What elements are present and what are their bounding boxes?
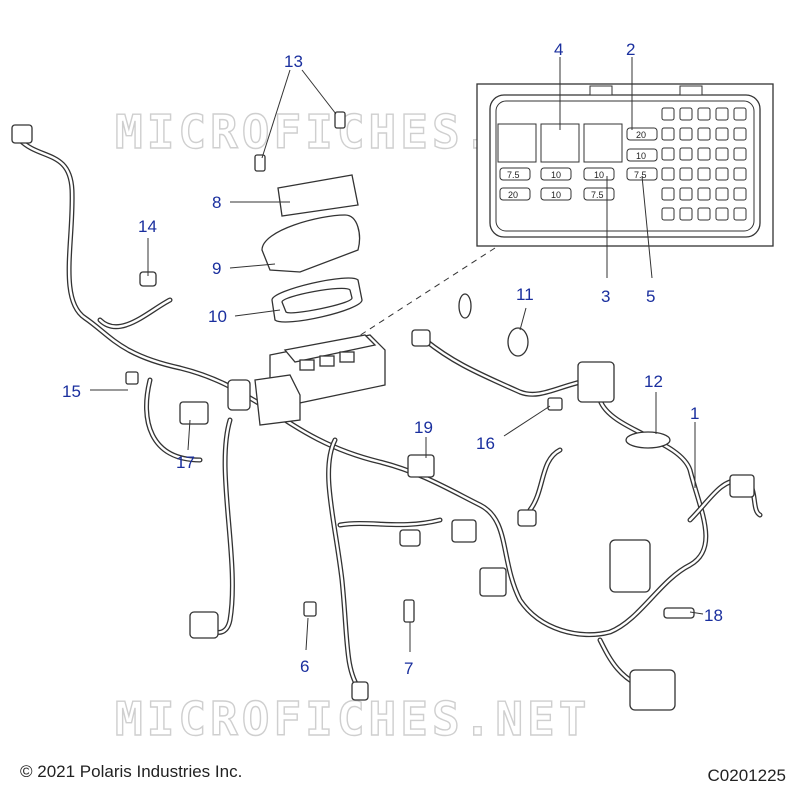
callout-7: 7 [404, 659, 413, 678]
fuse-r3-1: 7.5 [507, 170, 520, 180]
fuse-socket [733, 107, 747, 121]
fuse-box-assembly [254, 334, 386, 426]
callout-5: 5 [646, 287, 655, 306]
fuse-10-value: 10 [636, 151, 646, 161]
fuse-socket [697, 167, 711, 181]
fuse-socket [679, 207, 693, 221]
fuse-socket [697, 107, 711, 121]
fuse-socket [715, 187, 729, 201]
fuse-r3-3: 10 [594, 170, 604, 180]
callout-18: 18 [704, 606, 723, 625]
callout-17: 17 [176, 453, 195, 472]
fuse-socket [697, 127, 711, 141]
fuse-socket [661, 127, 675, 141]
callout-19: 19 [414, 418, 433, 437]
fuse-socket [697, 207, 711, 221]
fuse-2-value: 20 [636, 130, 646, 140]
leader-lines [90, 69, 704, 652]
fuse-socket [661, 167, 675, 181]
fuse-socket [697, 147, 711, 161]
fuse-box-cover-parts [125, 111, 695, 623]
fuse-socket [733, 147, 747, 161]
fuse-socket [697, 187, 711, 201]
fuse-socket [733, 127, 747, 141]
callout-8: 8 [212, 193, 221, 212]
callout-10: 10 [208, 307, 227, 326]
callout-12: 12 [644, 372, 663, 391]
fuse-box-detail: 20 10 7.5 10 10 7.5 20 10 7.5 [476, 57, 774, 279]
fuse-socket [661, 207, 675, 221]
fuse-socket [715, 147, 729, 161]
callout-3: 3 [601, 287, 610, 306]
fuse-socket [733, 207, 747, 221]
fuse-socket [715, 127, 729, 141]
fuse-socket [679, 127, 693, 141]
fuse-socket [679, 167, 693, 181]
callout-16: 16 [476, 434, 495, 453]
copyright-text: © 2021 Polaris Industries Inc. [20, 762, 243, 781]
callout-14: 14 [138, 217, 157, 236]
fuse-socket [679, 187, 693, 201]
callout-4: 4 [554, 40, 563, 59]
fuse-socket [679, 147, 693, 161]
fuse-r4-3: 7.5 [591, 190, 604, 200]
fuse-socket [715, 107, 729, 121]
callout-labels: 1 2 3 4 5 6 7 8 9 10 11 12 13 14 15 16 1… [62, 40, 723, 678]
fuse-socket [679, 107, 693, 121]
fuse-socket [715, 167, 729, 181]
fuse-r3-4: 7.5 [634, 170, 647, 180]
callout-2: 2 [626, 40, 635, 59]
callout-9: 9 [212, 259, 221, 278]
callout-15: 15 [62, 382, 81, 401]
callout-11: 11 [516, 285, 534, 304]
fuse-r4-1: 20 [508, 190, 518, 200]
fuse-r3-2: 10 [551, 170, 561, 180]
fuse-socket [661, 187, 675, 201]
inset-pointer-line [344, 247, 496, 346]
fuse-socket [661, 107, 675, 121]
callout-1: 1 [690, 404, 699, 423]
fuse-socket [733, 187, 747, 201]
fuse-socket [733, 167, 747, 181]
diagram-code: C0201225 [707, 766, 786, 785]
fuse-socket [715, 207, 729, 221]
fuse-r4-2: 10 [551, 190, 561, 200]
watermark-bottom: MICROFICHES.NET [115, 692, 590, 746]
fuse-socket [661, 147, 675, 161]
harness-connectors [11, 124, 755, 711]
callout-13: 13 [284, 52, 303, 71]
callout-6: 6 [300, 657, 309, 676]
